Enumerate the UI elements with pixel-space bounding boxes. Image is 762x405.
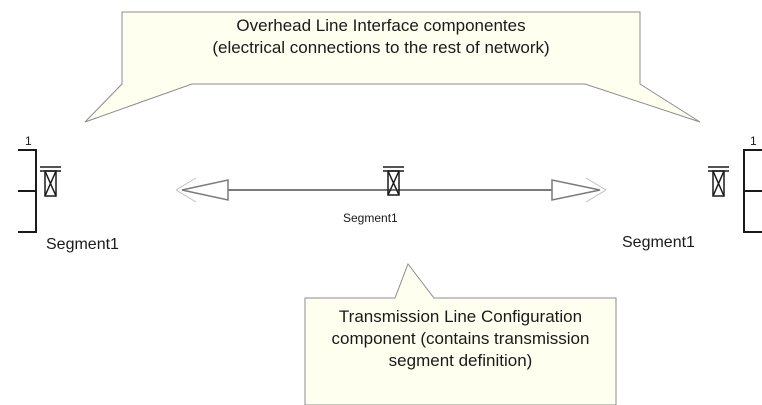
center-segment-label: Segment1 <box>343 211 398 225</box>
left-bracket <box>18 149 37 233</box>
bottom-callout-text: Transmission Line Configuration componen… <box>305 306 616 372</box>
left-arrowhead <box>181 179 229 201</box>
center-tower-icon <box>383 166 404 196</box>
right-interface-component[interactable] <box>708 149 762 233</box>
bottom-callout-line-2: component (contains transmission <box>331 329 590 348</box>
right-segment-label: Segment1 <box>622 234 695 251</box>
bottom-callout-bubble <box>304 262 617 405</box>
top-callout-line-2: (electrical connections to the rest of n… <box>212 38 550 57</box>
right-arrowhead <box>551 179 601 201</box>
left-port-number: 1 <box>25 134 32 148</box>
configuration-component[interactable] <box>175 166 607 203</box>
left-interface-component[interactable] <box>18 149 61 233</box>
right-arrowhead-outer <box>585 177 607 203</box>
left-tower-icon <box>40 166 61 197</box>
top-callout-bubble <box>84 11 701 123</box>
right-tower-icon <box>708 166 729 197</box>
top-callout-line-1: Overhead Line Interface componentes <box>236 16 526 35</box>
right-port-number: 1 <box>750 134 757 148</box>
top-callout-text: Overhead Line Interface componentes (ele… <box>122 15 640 59</box>
left-segment-label: Segment1 <box>46 236 119 253</box>
bottom-callout-line-1: Transmission Line Configuration <box>338 307 583 326</box>
right-bracket <box>743 149 762 233</box>
left-arrowhead-outer <box>175 177 197 203</box>
bottom-callout-line-3: segment definition) <box>388 351 533 370</box>
